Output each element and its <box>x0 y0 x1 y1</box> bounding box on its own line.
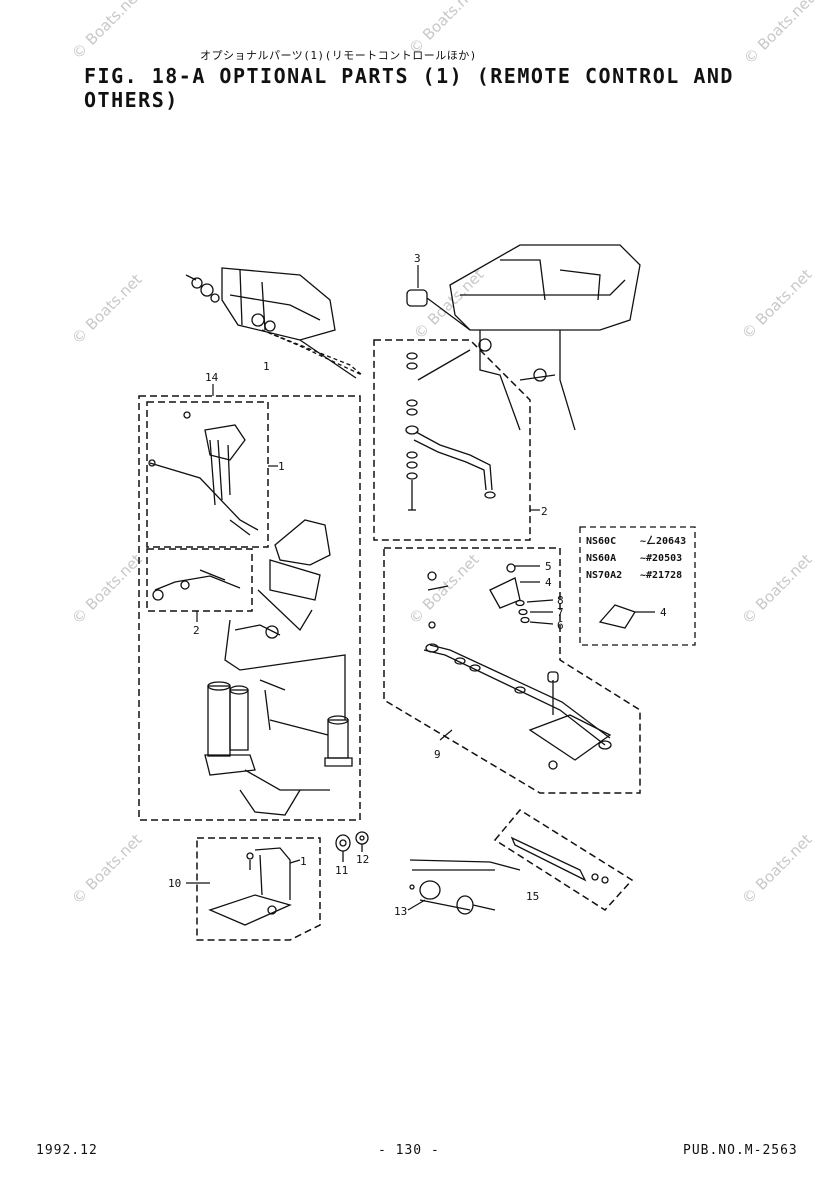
variant-model: NS60A <box>586 553 616 564</box>
throttle-box <box>383 547 641 794</box>
variant-inset-box: NS60C ~ㄥ20643 NS60A ~#20503 NS70A2 ~#217… <box>579 526 696 646</box>
callout-1-top: 1 <box>263 360 270 373</box>
linkage-box <box>373 339 531 541</box>
callout-14: 14 <box>205 371 219 384</box>
variant-serial: ~#21728 <box>640 570 682 581</box>
watermark: © Boats.net <box>68 270 146 348</box>
watermark: © Boats.net <box>740 0 818 68</box>
variant-serial: ~ㄥ20643 <box>640 535 686 547</box>
motor-part-13 <box>409 859 521 915</box>
callout-5: 5 <box>545 560 552 573</box>
callout-2-left: 2 <box>193 624 200 637</box>
leader-9 <box>439 729 453 741</box>
remote-control-box <box>138 395 361 821</box>
link-bar-15 <box>510 836 609 884</box>
trim-pump <box>204 681 353 816</box>
leader-8 <box>526 599 554 603</box>
leader-13 <box>407 899 426 911</box>
variant-model: NS60C <box>586 536 616 547</box>
callout-4-inset: 4 <box>660 606 667 619</box>
wiring-harness <box>224 519 346 731</box>
publication-number: PUB.NO.M-2563 <box>683 1143 798 1158</box>
leader-1-bottom <box>289 859 301 864</box>
callout-4: 4 <box>545 576 552 589</box>
watermark: © Boats.net <box>738 830 816 908</box>
linkage-rod <box>405 349 496 511</box>
callout-11: 11 <box>335 864 348 877</box>
callout-3: 3 <box>414 252 421 265</box>
watermark: © Boats.net <box>68 550 146 628</box>
japanese-title: オプショナルパーツ(1)(リモートコントロールほか) <box>200 49 477 62</box>
leader-6 <box>529 621 554 625</box>
figure-title: FIG. 18-A OPTIONAL PARTS (1) (REMOTE CON… <box>84 64 734 112</box>
issue-date: 1992.12 <box>36 1143 98 1158</box>
variant-model: NS70A2 <box>586 570 622 581</box>
callout-7: 7 <box>557 606 564 619</box>
callout-1-inner: 1 <box>278 460 285 473</box>
watermark: © Boats.net <box>405 0 483 58</box>
callout-9: 9 <box>434 748 441 761</box>
callout-10: 10 <box>168 877 181 890</box>
bracket-box-10 <box>196 837 321 941</box>
watermark: © Boats.net <box>405 550 483 628</box>
watermark: © Boats.net <box>738 550 816 628</box>
callout-12: 12 <box>356 853 369 866</box>
watermark: © Boats.net <box>68 0 146 63</box>
washer-part-12 <box>355 831 369 852</box>
mounting-bracket-10 <box>208 847 292 926</box>
callout-15: 15 <box>526 890 539 903</box>
bracket-assembly-top <box>185 267 363 379</box>
callout-13: 13 <box>394 905 407 918</box>
bracket-box-15 <box>493 809 634 911</box>
throttle-linkage <box>423 563 612 770</box>
watermark: © Boats.net <box>738 265 816 343</box>
page-number: - 130 - <box>378 1143 440 1158</box>
bushing-part-3 <box>406 289 471 331</box>
callout-8: 8 <box>557 594 564 607</box>
variant-serial: ~#20503 <box>640 553 682 564</box>
watermark: © Boats.net <box>410 265 488 343</box>
callout-1-bottom: 1 <box>300 855 307 868</box>
remote-lever <box>148 411 259 601</box>
nut-part-11 <box>335 834 351 862</box>
callout-6: 6 <box>557 619 564 632</box>
callout-2-right: 2 <box>541 505 548 518</box>
watermark: © Boats.net <box>68 830 146 908</box>
